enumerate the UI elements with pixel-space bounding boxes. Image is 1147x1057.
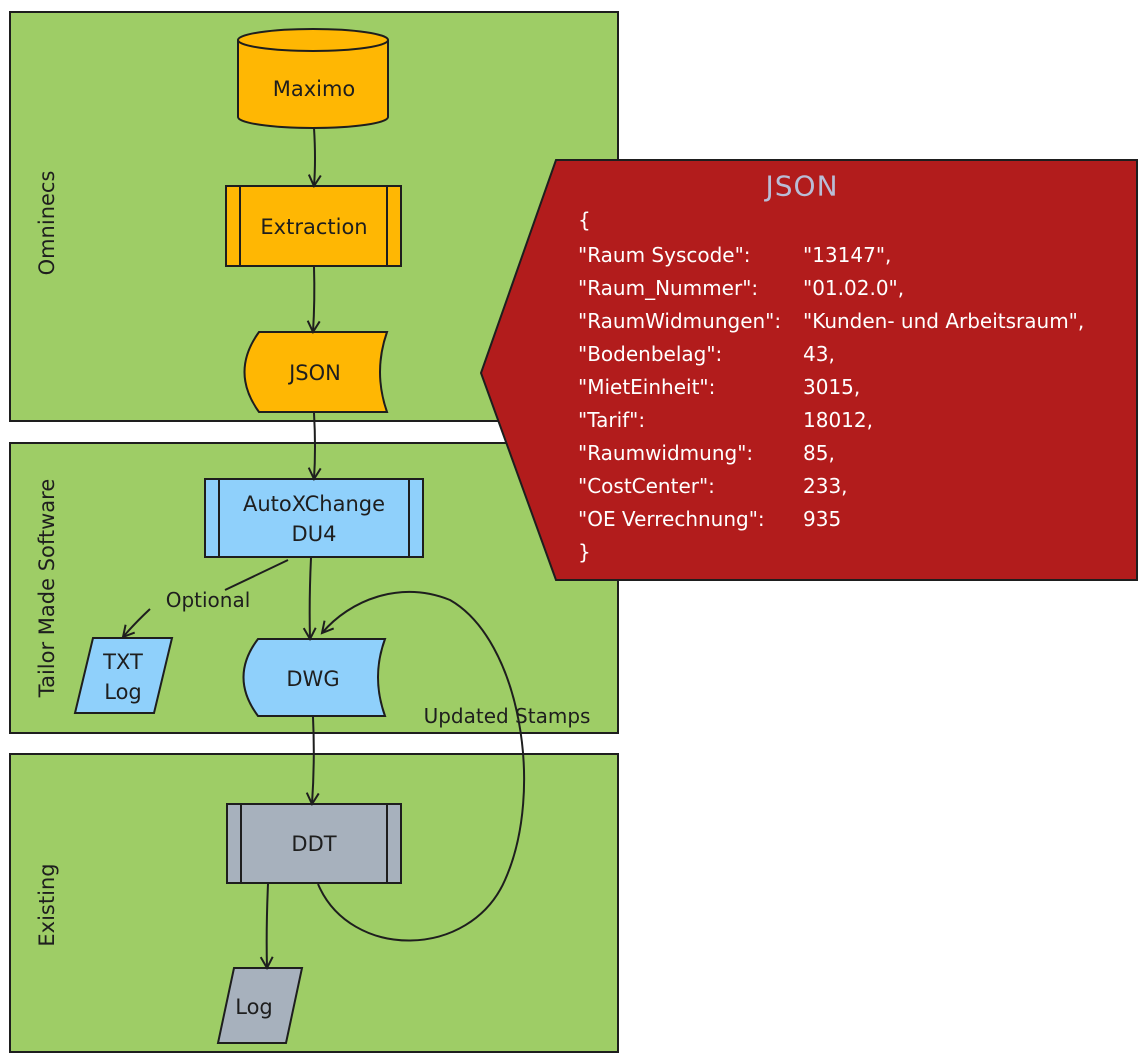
edge-label-updated-stamps: Updated Stamps — [423, 704, 591, 728]
json-key: "OE Verrechnung": — [578, 507, 765, 531]
edge-json-autoxchange — [314, 412, 315, 479]
edge-extraction-json — [313, 266, 314, 332]
edge-dwg-ddt — [312, 716, 314, 804]
json-key: "Raumwidmung": — [578, 441, 754, 465]
json-value: 233, — [803, 474, 848, 498]
dwg-node[interactable] — [242, 638, 387, 717]
edge-label-optional: Optional — [165, 588, 251, 612]
json-value: 18012, — [803, 408, 873, 432]
edge-autoxchange-dwg — [310, 557, 311, 639]
json-key: "CostCenter": — [578, 474, 715, 498]
json-value: "01.02.0", — [803, 276, 905, 300]
json-value: 43, — [803, 342, 835, 366]
json-callout-shape — [479, 159, 1138, 581]
ddt-label: DDT — [291, 832, 337, 856]
json-label: JSON — [289, 361, 341, 385]
edge-maximo-extraction — [314, 127, 315, 186]
extraction-node[interactable] — [225, 185, 402, 267]
txt-log-node[interactable] — [73, 637, 174, 714]
json-key: "Raum_Nummer": — [578, 276, 759, 300]
json-close-brace: } — [578, 540, 591, 564]
json-value: "Kunden- und Arbeitsraum", — [803, 309, 1085, 333]
json-value: 3015, — [803, 375, 861, 399]
json-node[interactable] — [243, 331, 389, 413]
edge-ddt-dwg-updated-stamps — [317, 591, 526, 942]
edge-ddt-log — [267, 883, 268, 968]
log-label: Log — [235, 995, 273, 1019]
edge-autoxchange-txtlog — [123, 559, 289, 637]
maximo-node[interactable] — [237, 28, 389, 129]
json-open-brace: { — [578, 208, 591, 232]
json-key: "Tarif": — [578, 408, 646, 432]
txt-log-label: TXT Log — [103, 650, 143, 704]
autoxchange-node[interactable] — [204, 478, 424, 558]
json-value: 935 — [803, 507, 842, 531]
maximo-label: Maximo — [272, 77, 356, 101]
json-key: "Bodenbelag": — [578, 342, 723, 366]
json-callout-title: JSON — [765, 169, 839, 203]
autoxchange-label: AutoXChange DU4 — [242, 492, 386, 546]
json-value: "13147", — [803, 243, 892, 267]
dwg-label: DWG — [286, 667, 340, 691]
json-key: "MietEinheit": — [578, 375, 716, 399]
json-key: "Raum Syscode": — [578, 243, 751, 267]
json-key: "RaumWidmungen": — [578, 309, 782, 333]
log-node[interactable] — [216, 967, 304, 1044]
json-value: 85, — [803, 441, 835, 465]
extraction-label: Extraction — [260, 215, 368, 239]
